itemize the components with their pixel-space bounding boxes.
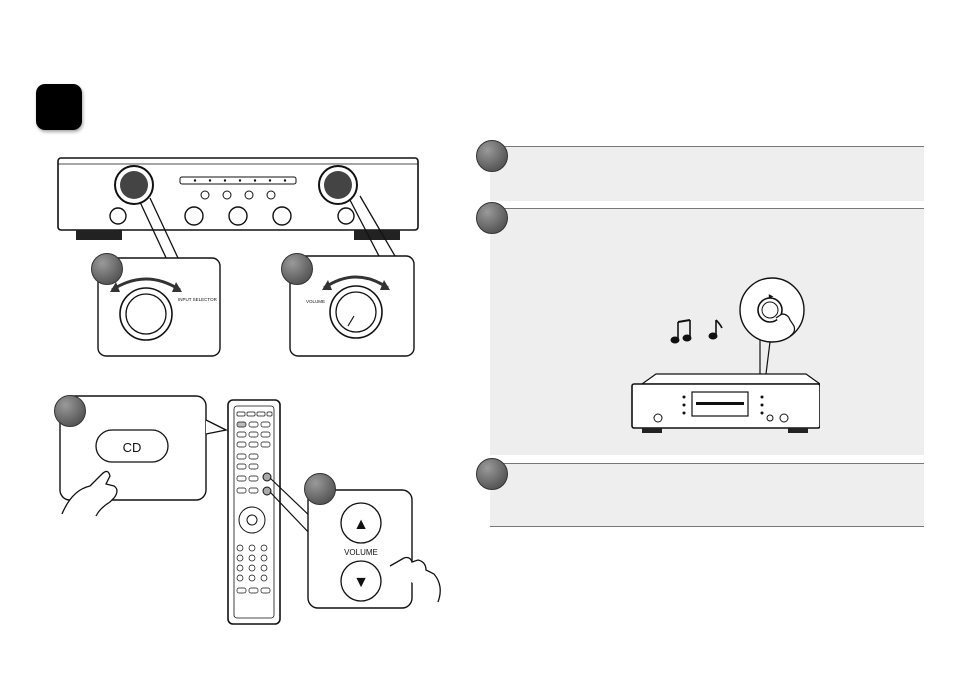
cd-player-illustration: ▶ [631,277,820,433]
step-marker [304,473,336,505]
input-selector-label: INPUT SELECTOR [178,297,218,302]
volume-knob-label: VOLUME [306,299,325,304]
amplifier-illustration: INPUT SELECTOR VOLUME [57,157,419,357]
step-panel [490,146,924,201]
volume-down-icon: ▼ [353,574,369,591]
volume-up-icon: ▲ [353,516,369,533]
step-marker [476,202,508,234]
step-marker [476,140,508,172]
step-marker [91,253,123,285]
step-marker [281,253,313,285]
step-marker [54,395,86,427]
play-icon: ▶ [769,294,774,300]
music-note-icon [670,319,723,344]
cd-button-label: CD [123,440,142,455]
step-marker [476,458,508,490]
volume-label: VOLUME [344,548,378,557]
remote-illustration: CD ▲ ▼ VOLUME [59,395,441,625]
step-panel [490,463,924,527]
step-badge [36,84,82,130]
